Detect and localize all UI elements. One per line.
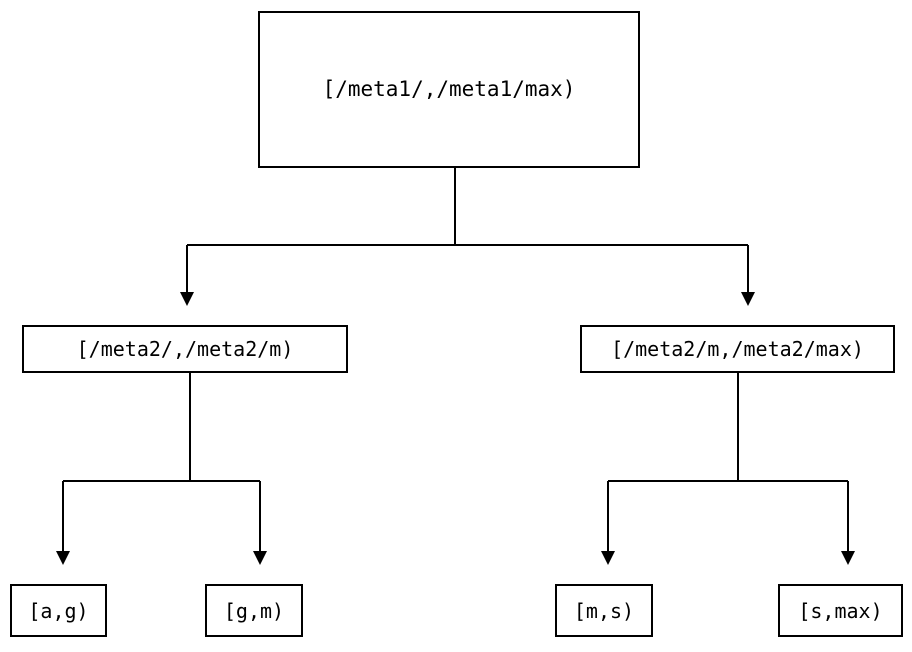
tree-node-leaf-gm-label: [g,m) [223, 598, 285, 623]
arrowhead-icon-root-right [741, 292, 755, 306]
arrowhead-icon-root-left [180, 292, 194, 306]
tree-node-leaf-smax-label: [s,max) [798, 598, 883, 623]
tree-node-root-label: [/meta1/,/meta1/max) [322, 77, 576, 101]
tree-node-leaf-ms[interactable]: [m,s) [555, 584, 653, 637]
arrowhead-icon-leaf-smax [841, 551, 855, 565]
tree-node-leaf-ag[interactable]: [a,g) [10, 584, 107, 637]
tree-node-leaf-smax[interactable]: [s,max) [778, 584, 903, 637]
tree-node-leaf-ms-label: [m,s) [573, 598, 635, 623]
tree-node-meta2-low-label: [/meta2/,/meta2/m) [76, 337, 294, 361]
tree-node-meta2-high[interactable]: [/meta2/m,/meta2/max) [580, 325, 895, 373]
edge-level2-left-to-leaves [61, 373, 262, 551]
tree-node-root[interactable]: [/meta1/,/meta1/max) [258, 11, 640, 168]
edge-level2-right-to-leaves [606, 373, 850, 551]
edge-root-to-level2 [185, 168, 750, 292]
tree-node-leaf-ag-label: [a,g) [28, 598, 89, 623]
arrowhead-icon-leaf-ms [601, 551, 615, 565]
tree-node-meta2-high-label: [/meta2/m,/meta2/max) [611, 337, 864, 361]
tree-node-leaf-gm[interactable]: [g,m) [205, 584, 303, 637]
arrowhead-icon-leaf-gm [253, 551, 267, 565]
tree-node-meta2-low[interactable]: [/meta2/,/meta2/m) [22, 325, 348, 373]
arrowhead-icon-leaf-ag [56, 551, 70, 565]
